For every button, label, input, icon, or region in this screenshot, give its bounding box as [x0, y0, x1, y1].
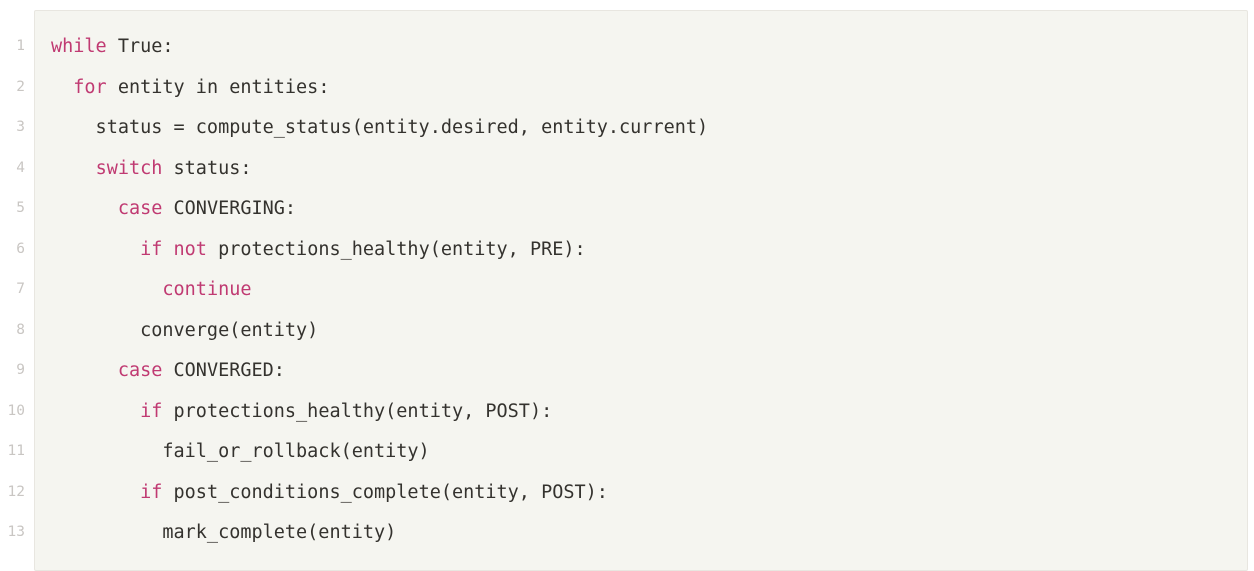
code-keyword: if — [140, 238, 163, 260]
code-line: mark_complete(entity) — [51, 513, 1247, 554]
code-text: True: — [106, 36, 174, 57]
code-line: converge(entity) — [51, 311, 1247, 352]
line-number: 7 — [16, 281, 25, 297]
code-text: status = compute_status(entity.desired, … — [51, 117, 709, 138]
code-line: case CONVERGED: — [51, 351, 1247, 392]
code-line: while True: — [51, 27, 1247, 68]
line-number: 11 — [7, 443, 25, 459]
code-text — [51, 401, 140, 422]
code-line: fail_or_rollback(entity) — [51, 432, 1247, 473]
code-text: mark_complete(entity) — [51, 522, 397, 543]
line-number: 13 — [7, 524, 25, 540]
code-keyword: while — [51, 36, 107, 57]
code-keyword: if — [140, 481, 163, 503]
code-text — [162, 239, 173, 260]
code-text: protections_healthy(entity, POST): — [162, 400, 553, 422]
code-line: if post_conditions_complete(entity, POST… — [51, 473, 1247, 514]
code-keyword: continue — [162, 279, 252, 300]
code-line: if not protections_healthy(entity, PRE): — [51, 230, 1247, 271]
line-number: 6 — [16, 240, 25, 257]
code-text: CONVERGING: — [162, 198, 297, 219]
code-text — [51, 198, 118, 219]
code-keyword: for — [73, 76, 107, 98]
line-number: 12 — [7, 483, 25, 500]
line-number: 3 — [16, 119, 25, 135]
code-text: post_conditions_complete(entity, POST): — [162, 481, 608, 503]
code-line: if protections_healthy(entity, POST): — [51, 392, 1247, 433]
code-text — [51, 279, 162, 300]
code-text — [51, 158, 96, 179]
code-text: entity in entities: — [106, 76, 330, 98]
code-text — [51, 482, 140, 503]
code-keyword: case — [117, 198, 163, 219]
code-text — [51, 239, 140, 260]
line-number: 9 — [16, 362, 25, 378]
line-number: 5 — [16, 200, 25, 216]
code-text — [51, 77, 73, 98]
code-keyword: if — [140, 400, 163, 422]
code-text: fail_or_rollback(entity) — [51, 441, 430, 462]
code-keyword: not — [173, 238, 207, 260]
code-line: status = compute_status(entity.desired, … — [51, 108, 1247, 149]
code-line: case CONVERGING: — [51, 189, 1247, 230]
code-text: converge(entity) — [51, 319, 319, 341]
code-line: switch status: — [51, 149, 1247, 190]
code-keyword: case — [117, 360, 163, 381]
code-keyword: switch — [95, 157, 163, 179]
code-text: protections_healthy(entity, PRE): — [206, 238, 586, 260]
code-text: status: — [162, 157, 252, 179]
code-line: for entity in entities: — [51, 68, 1247, 109]
line-number: 2 — [16, 78, 25, 95]
code-text — [51, 360, 118, 381]
line-number: 8 — [16, 321, 25, 338]
line-number: 4 — [16, 159, 25, 176]
code-line: continue — [51, 270, 1247, 311]
code-content[interactable]: while True: for entity in entities: stat… — [34, 10, 1248, 571]
line-number: 1 — [16, 38, 25, 54]
code-text: CONVERGED: — [162, 360, 285, 381]
line-number: 10 — [7, 402, 25, 419]
